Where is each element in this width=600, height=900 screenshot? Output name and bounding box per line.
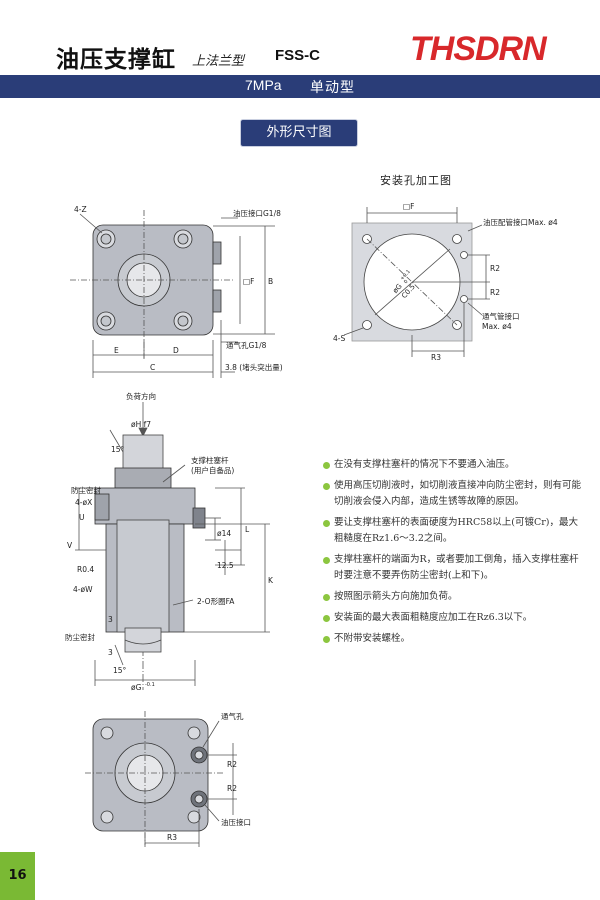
note-item: 在没有支撑柱塞杆的情况下不要通入油压。 <box>323 457 585 473</box>
label-oil-port: 油压接口G1/8 <box>233 208 281 218</box>
page-number: 16 <box>8 868 27 883</box>
label-b: B <box>268 277 273 286</box>
label-15-lower: 15° <box>113 666 127 675</box>
label-k: K <box>268 576 274 585</box>
label-og-bottom-tol: -0.1 <box>145 682 155 688</box>
label-3-upper: 3 <box>108 615 113 624</box>
label-bottom-r2-upper: R2 <box>227 760 237 769</box>
label-4z: 4-Z <box>74 205 87 214</box>
label-seal-lower: 防尘密封 <box>65 632 95 642</box>
label-c: C <box>150 363 155 372</box>
note-item: 安装面的最大表面粗糙度应加工在Rz6.3以下。 <box>323 610 585 626</box>
label-bottom-oil: 油压接口 <box>221 817 251 827</box>
note-item: 不附带安装螺栓。 <box>323 631 585 647</box>
side-port-upper <box>212 241 222 265</box>
model-code: FSS-C <box>275 47 320 64</box>
page-subtitle: 上法兰型 <box>192 54 245 69</box>
label-u: U <box>79 513 85 522</box>
label-4ow: 4-øW <box>73 585 93 594</box>
label-r2-upper: R2 <box>490 264 500 273</box>
action-type-label: 单动型 <box>310 80 355 96</box>
top-view-drawing: 4-Z 油压接口G1/8 □F B 通气孔G1/8 E D C 3.8 (堵头突… <box>70 205 283 378</box>
label-og-tol-lower: 0 <box>403 279 410 285</box>
label-e: E <box>114 346 119 355</box>
label-oil-pipe: 油压配管接口Max. ø4 <box>483 217 558 227</box>
mounting-title: 安装孔加工图 <box>380 174 452 187</box>
side-port-lower <box>212 289 222 313</box>
bottom-view-drawing: 通气孔 R2 R2 油压接口 R3 <box>85 711 251 847</box>
mounting-hole-drawing: □F 油压配管接口Max. ø4 R2 R2 通气管接口 Max. ø4 4-S… <box>333 202 558 362</box>
label-d: D <box>173 346 179 355</box>
label-rod-note: (用户自备品) <box>191 465 234 475</box>
label-oring: 2-O形圈FA <box>197 597 235 606</box>
label-r04: R0.4 <box>77 565 94 574</box>
spec-bar: 7MPa 单动型 <box>0 75 600 98</box>
label-rod: 支撑柱塞杆 <box>191 455 229 465</box>
label-vent-port: 通气孔G1/8 <box>226 340 267 350</box>
label-r3: R3 <box>431 353 441 362</box>
label-f: □F <box>243 277 254 286</box>
label-4s: 4-S <box>333 334 345 343</box>
label-vent-pipe: 通气管接口 <box>482 311 520 321</box>
label-12-5: 12.5 <box>217 561 234 570</box>
page-title: 油压支撑缸 <box>56 47 176 73</box>
label-vent-pipe-size: Max. ø4 <box>482 322 512 331</box>
pressure-label: 7MPa <box>245 77 282 93</box>
label-load-direction: 负荷方向 <box>126 391 156 401</box>
label-bottom-r3: R3 <box>167 833 177 842</box>
label-bottom-vent: 通气孔 <box>221 711 244 721</box>
label-cap: 3.8 (堵头突出量) <box>225 362 283 372</box>
label-mount-f: □F <box>403 202 414 211</box>
label-seal-upper: 防尘密封 <box>71 485 101 495</box>
label-4ox: 4-øX <box>75 498 92 507</box>
label-o14: ø14 <box>217 529 231 538</box>
label-3-lower: 3 <box>108 648 113 657</box>
label-og-bottom: øG <box>131 683 142 692</box>
note-item: 要让支撑柱塞杆的表面硬度为HRC58以上(可镀Cr)，最大粗糙度在Rz1.6～3… <box>323 515 585 547</box>
flange <box>94 487 196 525</box>
notes-list: 在没有支撑柱塞杆的情况下不要通入油压。 使用高压切削液时，如切削液直接冲向防尘密… <box>323 457 585 652</box>
label-15-upper: 15° <box>111 445 125 454</box>
note-item: 按照图示箭头方向施加负荷。 <box>323 589 585 605</box>
section-view-drawing: 负荷方向 øH f7 15° 支撑柱塞杆 (用户自备品) 防尘密封 4-øX U… <box>65 391 274 692</box>
label-l: L <box>245 525 250 534</box>
brand-logo: THSDRN <box>410 30 547 68</box>
page-number-box: 16 <box>0 852 35 900</box>
note-item: 支撑柱塞杆的端面为R，或者要加工倒角，插入支撑柱塞杆时要注意不要弄伤防尘密封(上… <box>323 552 585 584</box>
section-title: 外形尺寸图 <box>241 120 357 146</box>
label-v: V <box>67 541 73 550</box>
label-oh: øH f7 <box>131 420 151 429</box>
note-item: 使用高压切削液时，如切削液直接冲向防尘密封，则有可能切削液会侵入内部，造成生锈等… <box>323 478 585 510</box>
label-r2-lower: R2 <box>490 288 500 297</box>
label-bottom-r2-lower: R2 <box>227 784 237 793</box>
